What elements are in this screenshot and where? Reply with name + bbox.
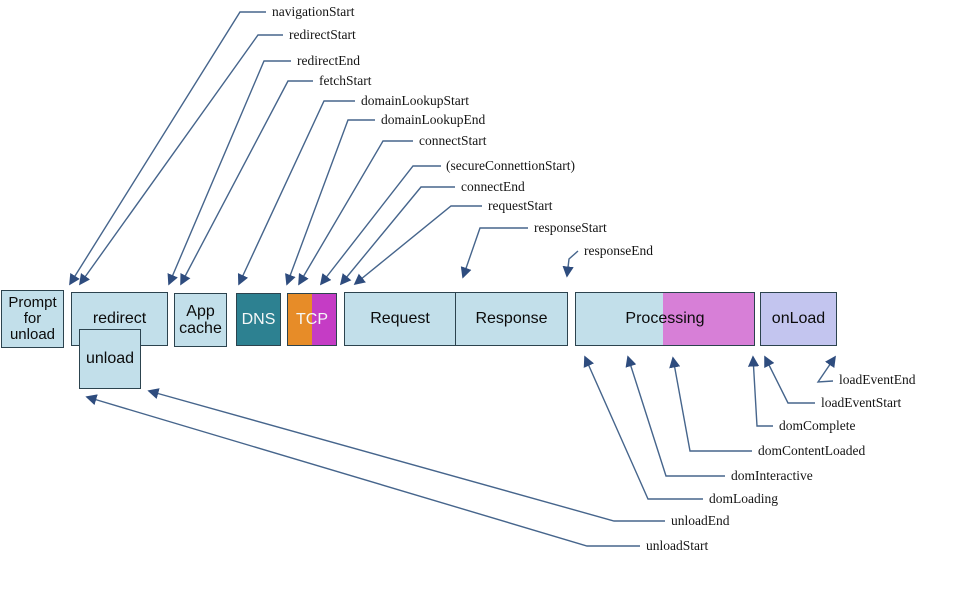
event-label-domComplete: domComplete — [779, 418, 856, 433]
connector-responseStart — [460, 227, 528, 279]
event-label-responseStart: responseStart — [534, 220, 607, 235]
event-label-redirectStart: redirectStart — [289, 27, 356, 42]
connector-requestStart — [353, 205, 482, 286]
box-tcp-label: TCP — [296, 310, 328, 328]
connector-connectEnd — [339, 186, 455, 286]
box-redirect-label: redirect — [92, 310, 147, 328]
box-app-cache-label: App cache — [179, 302, 222, 337]
event-label-loadEventEnd: loadEventEnd — [839, 372, 916, 387]
box-request-response: Request Response — [344, 292, 568, 346]
box-tcp: TCP — [287, 293, 337, 346]
box-app-cache: App cache — [174, 293, 227, 347]
box-unload: unload — [79, 329, 141, 389]
connector-domainLookupEnd — [285, 119, 375, 286]
connector-domLoading — [583, 355, 703, 500]
connector-domInteractive — [625, 355, 725, 477]
connector-loadEventEnd — [816, 355, 836, 383]
event-label-domainLookupStart: domainLookupStart — [361, 93, 469, 108]
connector-domainLookupStart — [237, 100, 355, 286]
connector-redirectEnd — [167, 60, 291, 286]
connector-domContentLoaded — [669, 356, 752, 452]
event-label-requestStart: requestStart — [488, 198, 553, 213]
box-onload: onLoad — [760, 292, 837, 346]
box-dns: DNS — [236, 293, 281, 346]
event-label-domLoading: domLoading — [709, 491, 778, 506]
box-response: Response — [456, 293, 567, 345]
connector-loadEventStart — [764, 355, 815, 404]
box-prompt-for-unload: Prompt for unload — [1, 290, 64, 348]
event-label-unloadStart: unloadStart — [646, 538, 709, 553]
event-label-connectEnd: connectEnd — [461, 179, 525, 194]
connector-secureConnectionStart — [319, 165, 441, 286]
box-dns-label: DNS — [241, 310, 276, 328]
connector-domComplete — [747, 355, 773, 427]
box-request: Request — [345, 293, 456, 345]
box-request-label: Request — [370, 310, 430, 328]
connector-unloadEnd — [147, 388, 665, 522]
box-processing-label: Processing — [625, 310, 705, 328]
event-label-loadEventStart: loadEventStart — [821, 395, 902, 410]
event-label-domContentLoaded: domContentLoaded — [758, 443, 866, 458]
box-response-label: Response — [475, 310, 548, 328]
box-onload-label: onLoad — [771, 310, 826, 328]
event-label-responseEnd: responseEnd — [584, 243, 653, 258]
connector-navigationStart — [69, 11, 266, 286]
event-label-redirectEnd: redirectEnd — [297, 53, 360, 68]
box-prompt-for-unload-label: Prompt for unload — [8, 293, 57, 344]
event-label-navigationStart: navigationStart — [272, 4, 355, 19]
connector-connectStart — [298, 140, 413, 286]
event-label-secureConnectionStart: (secureConnettionStart) — [446, 158, 575, 173]
box-processing: Processing — [575, 292, 755, 346]
event-label-unloadEnd: unloadEnd — [671, 513, 730, 528]
connector-redirectStart — [79, 34, 283, 286]
event-label-domInteractive: domInteractive — [731, 468, 813, 483]
connector-responseEnd — [562, 250, 579, 278]
box-unload-label: unload — [85, 350, 135, 368]
connector-fetchStart — [180, 80, 313, 286]
event-label-fetchStart: fetchStart — [319, 73, 372, 88]
connector-unloadStart — [85, 394, 640, 547]
event-label-domainLookupEnd: domainLookupEnd — [381, 112, 486, 127]
event-label-connectStart: connectStart — [419, 133, 487, 148]
